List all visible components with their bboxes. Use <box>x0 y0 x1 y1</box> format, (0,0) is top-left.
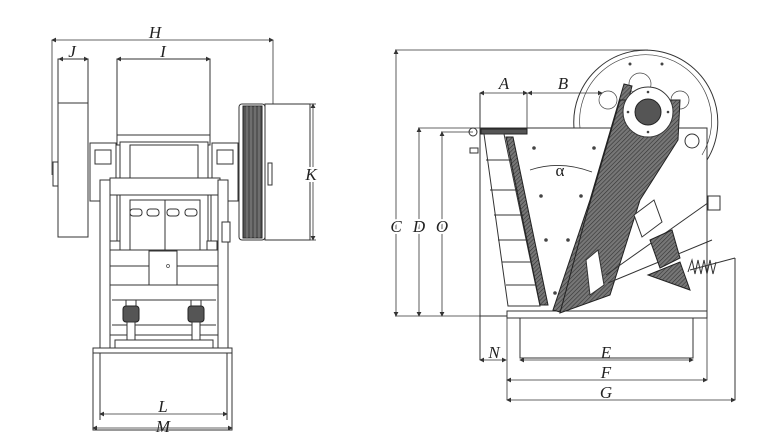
label-L: L <box>157 397 167 416</box>
label-H: H <box>148 23 163 42</box>
dimension-A: A <box>479 74 528 128</box>
label-O: O <box>436 217 448 236</box>
label-D: D <box>412 217 426 236</box>
left-flywheel <box>52 58 89 238</box>
dimension-M: M <box>92 417 233 436</box>
label-alpha: α <box>556 161 565 180</box>
front-view: H J I K L M <box>51 23 320 436</box>
dimension-D: D <box>410 127 480 317</box>
label-J: J <box>68 42 77 61</box>
label-A: A <box>498 74 510 93</box>
dimension-K: K <box>302 103 320 241</box>
dimension-E: E <box>519 343 694 363</box>
nip-angle-arc <box>529 165 593 173</box>
side-view: α A B C D O N <box>388 49 736 403</box>
dimension-N: N <box>479 343 507 363</box>
swing-jaw <box>552 83 681 314</box>
dimension-L: L <box>99 397 228 417</box>
toggle-plate-assembly <box>605 195 736 400</box>
belt-pulley <box>238 103 266 241</box>
label-K: K <box>304 165 318 184</box>
label-E: E <box>600 343 612 362</box>
feed-hopper <box>116 58 211 136</box>
dimension-B: B <box>527 74 603 96</box>
label-N: N <box>487 343 501 362</box>
dimension-C: C <box>388 49 648 317</box>
label-B: B <box>558 74 569 93</box>
dimension-O: O <box>434 131 473 317</box>
label-G: G <box>600 383 612 402</box>
dimension-H: H <box>51 23 274 175</box>
label-I: I <box>159 42 167 61</box>
label-C: C <box>390 217 402 236</box>
tension-spring <box>687 257 736 275</box>
tension-springs <box>122 299 205 348</box>
label-M: M <box>155 417 171 436</box>
adjust-slots <box>129 208 198 217</box>
dimension-I: I <box>116 42 211 62</box>
dimension-G: G <box>506 383 736 403</box>
dimension-F: F <box>506 318 708 400</box>
dimension-J: J <box>58 42 89 62</box>
crusher-body <box>89 134 239 351</box>
center-plate <box>148 250 178 286</box>
label-F: F <box>600 363 612 382</box>
